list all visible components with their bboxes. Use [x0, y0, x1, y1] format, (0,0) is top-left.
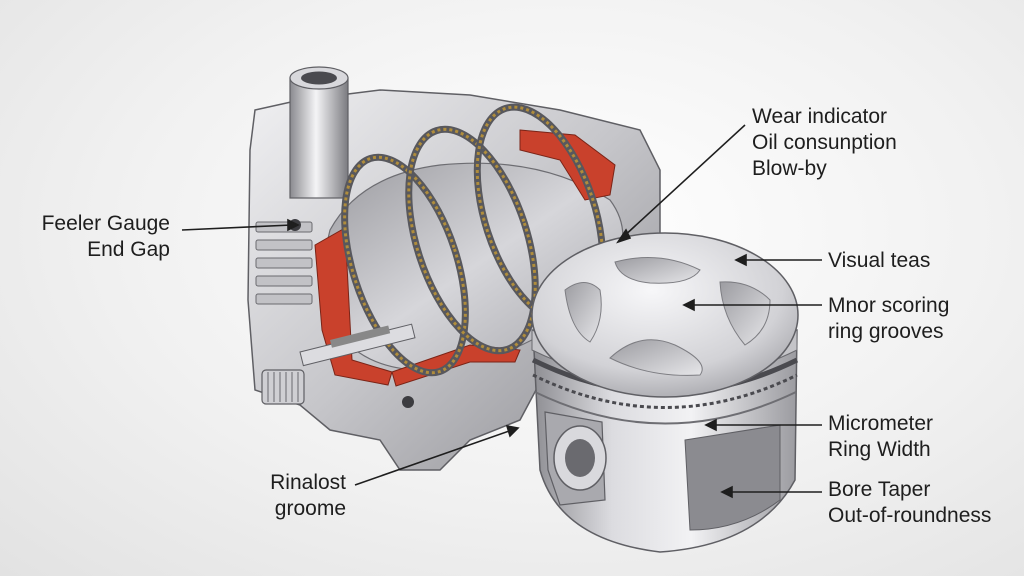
label-bore-line-2: Out-of-roundness — [828, 503, 991, 529]
label-bore-line-1: Bore Taper — [828, 477, 991, 503]
label-scoring-line-2: ring grooves — [828, 319, 949, 345]
label-micrometer: Micrometer Ring Width — [828, 411, 933, 463]
label-rinalost-line-1: Rinalost — [200, 470, 346, 496]
label-scoring-line-1: Mnor scoring — [828, 293, 949, 319]
label-wear-line-1: Wear indicator — [752, 104, 897, 130]
label-feeler-gauge: Feeler Gauge End Gap — [20, 211, 170, 263]
label-wear-line-3: Blow-by — [752, 156, 897, 182]
piston — [532, 233, 798, 552]
label-micrometer-line-1: Micrometer — [828, 411, 933, 437]
label-bore-taper: Bore Taper Out-of-roundness — [828, 477, 991, 529]
label-wear-indicator: Wear indicator Oil consunption Blow-by — [752, 104, 897, 182]
label-visual-test: Visual teas — [828, 248, 930, 274]
label-rinalost-groove: Rinalost groome — [200, 470, 346, 522]
label-feeler-line-1: Feeler Gauge — [20, 211, 170, 237]
label-visual-line-1: Visual teas — [828, 248, 930, 274]
label-rinalost-line-2: groome — [200, 496, 346, 522]
label-minor-scoring: Mnor scoring ring grooves — [828, 293, 949, 345]
label-feeler-line-2: End Gap — [20, 237, 170, 263]
label-micrometer-line-2: Ring Width — [828, 437, 933, 463]
label-wear-line-2: Oil consunption — [752, 130, 897, 156]
